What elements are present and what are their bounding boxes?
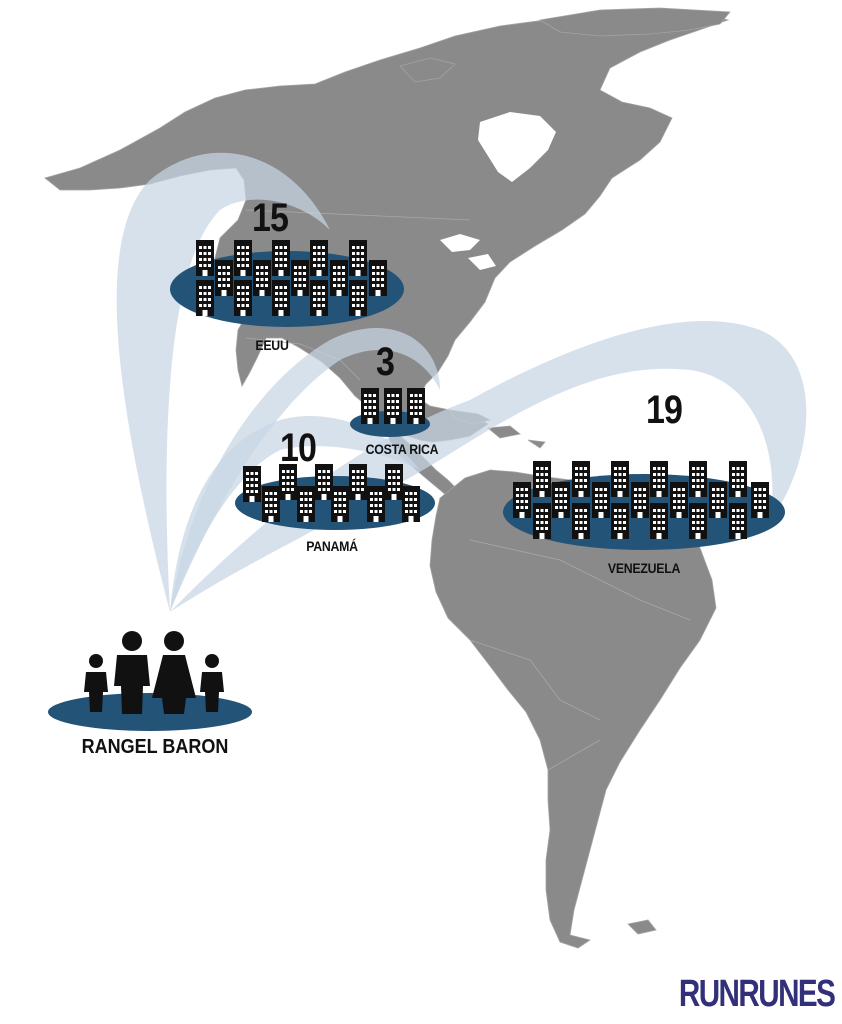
count-panama: 10: [279, 426, 317, 470]
count-venezuela: 19: [645, 388, 683, 432]
person-icon: [114, 631, 150, 714]
brand-logo: RUNRUNES: [678, 973, 835, 1015]
hudson-bay: [478, 112, 556, 182]
person-icon: [84, 654, 108, 712]
count-eeuu: 15: [251, 196, 289, 240]
arctic-islands: [399, 57, 456, 83]
family-icon: [84, 631, 224, 714]
flow-panama: [170, 415, 420, 612]
country-panama: PANAMÁ: [306, 538, 358, 554]
flow-venezuela: [170, 320, 807, 612]
country-eeuu: EEUU: [255, 337, 289, 353]
flow-eeuu: [116, 152, 330, 613]
flow-ribbons: [116, 152, 807, 613]
falkland-islands: [627, 919, 657, 935]
country-costa-rica: COSTA RICA: [365, 441, 439, 457]
americas-landmass: [44, 7, 731, 949]
platform-family: [48, 693, 252, 731]
greenland-edge: [538, 7, 731, 37]
great-lakes: [440, 234, 496, 270]
buildings-costa-rica: [361, 388, 425, 424]
person-icon: [200, 654, 224, 712]
person-icon: [152, 631, 196, 714]
country-venezuela: VENEZUELA: [607, 560, 681, 576]
count-costa-rica: 3: [375, 340, 395, 384]
family-label: RANGEL BARON: [81, 736, 229, 758]
